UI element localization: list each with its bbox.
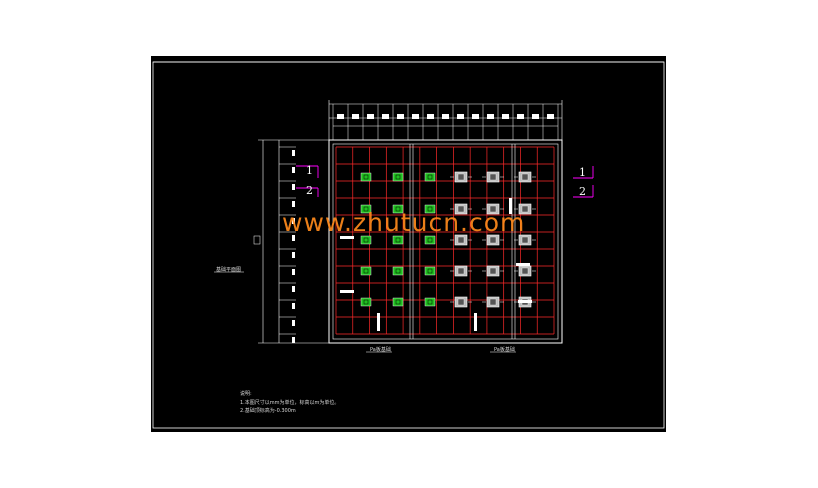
left-dim-marker — [292, 337, 295, 343]
left-dim-marker — [292, 184, 295, 190]
equipment-base-core — [457, 205, 465, 213]
left-dim-marker — [292, 252, 295, 258]
green-pad-core — [395, 206, 401, 212]
top-dim-marker — [367, 114, 374, 119]
watermark-text: www.zhutucn.com — [282, 208, 526, 237]
green-pad — [360, 297, 372, 307]
notes-line-2: 2.基础顶标高为-0.300m — [240, 408, 296, 414]
room-tag-right: Pa板基础 — [494, 347, 515, 353]
equipment-base-core — [489, 267, 497, 275]
green-pad-core — [427, 237, 433, 243]
green-pad — [424, 266, 436, 276]
green-pad — [392, 266, 404, 276]
left-dim-marker — [292, 235, 295, 241]
green-pad — [424, 172, 436, 182]
green-pad — [392, 172, 404, 182]
green-pad-core — [395, 237, 401, 243]
equipment-base-core — [457, 298, 465, 306]
green-pad-core — [427, 174, 433, 180]
green-pad-core — [363, 206, 369, 212]
green-pad — [424, 235, 436, 245]
green-pad — [392, 204, 404, 214]
top-dim-marker — [547, 114, 554, 119]
trench-mark — [474, 313, 477, 331]
left-dim-marker — [292, 201, 295, 207]
green-pad-core — [395, 174, 401, 180]
trench-mark — [340, 236, 354, 239]
green-pad — [360, 266, 372, 276]
top-dim-marker — [337, 114, 344, 119]
top-dim-marker — [442, 114, 449, 119]
building-outline — [328, 139, 563, 344]
green-pad — [424, 297, 436, 307]
section-mark-left-1: 1 — [306, 164, 313, 177]
top-dim-marker — [532, 114, 539, 119]
section-mark-right-1: 1 — [579, 166, 586, 179]
top-dim-marker — [517, 114, 524, 119]
equipment-base-core — [457, 236, 465, 244]
left-dim-marker — [292, 320, 295, 326]
left-dim-label-box — [253, 235, 261, 245]
equipment-base-core — [489, 236, 497, 244]
equipment-base-core — [521, 236, 529, 244]
left-dim-marker — [292, 286, 295, 292]
left-dim-marker — [292, 218, 295, 224]
sheet-border — [152, 61, 665, 429]
equipment-base-core — [457, 267, 465, 275]
top-dim-marker — [352, 114, 359, 119]
green-pad-core — [427, 299, 433, 305]
equipment-base-core — [489, 205, 497, 213]
left-dim-marker — [292, 303, 295, 309]
section-mark-right-2: 2 — [579, 185, 586, 198]
trench-mark — [516, 263, 530, 266]
building-inner-outline — [332, 143, 559, 340]
notes-line-1: 1.本图尺寸以mm为单位，标高以m为单位。 — [240, 400, 340, 406]
section-mark-left-2: 2 — [306, 184, 313, 197]
green-pad — [424, 204, 436, 214]
foundation-plan-drawing — [152, 61, 665, 429]
equipment-base-core — [489, 173, 497, 181]
green-pad-core — [427, 206, 433, 212]
green-pad — [392, 235, 404, 245]
top-dim-marker — [397, 114, 404, 119]
equipment-base-core — [521, 205, 529, 213]
top-dim-marker — [502, 114, 509, 119]
trench-mark — [509, 198, 512, 214]
equipment-base-core — [521, 173, 529, 181]
green-pad-core — [427, 268, 433, 274]
equipment-base-core — [457, 173, 465, 181]
trench-mark — [377, 313, 380, 331]
equipment-base-core — [521, 267, 529, 275]
notes-heading: 说明: — [240, 391, 252, 397]
trench-mark — [518, 300, 532, 303]
green-pad-core — [395, 268, 401, 274]
room-tag-left: Pa板基础 — [370, 347, 391, 353]
green-pad-core — [363, 237, 369, 243]
drawing-sheet — [151, 56, 666, 432]
top-dim-marker — [457, 114, 464, 119]
top-dim-marker — [472, 114, 479, 119]
top-dim-marker — [487, 114, 494, 119]
top-dim-marker — [412, 114, 419, 119]
trench-mark — [340, 290, 354, 293]
green-pad — [360, 172, 372, 182]
left-dim-marker — [292, 167, 295, 173]
top-dim-marker — [427, 114, 434, 119]
left-dim-marker — [292, 269, 295, 275]
green-pad — [360, 204, 372, 214]
side-label: 基础平面图 — [216, 267, 242, 273]
green-pad-core — [363, 174, 369, 180]
top-dim-marker — [382, 114, 389, 119]
green-pad-core — [395, 299, 401, 305]
left-dim-marker — [292, 150, 295, 156]
green-pad — [392, 297, 404, 307]
equipment-base-core — [489, 298, 497, 306]
green-pad-core — [363, 299, 369, 305]
green-pad-core — [363, 268, 369, 274]
green-pad — [360, 235, 372, 245]
